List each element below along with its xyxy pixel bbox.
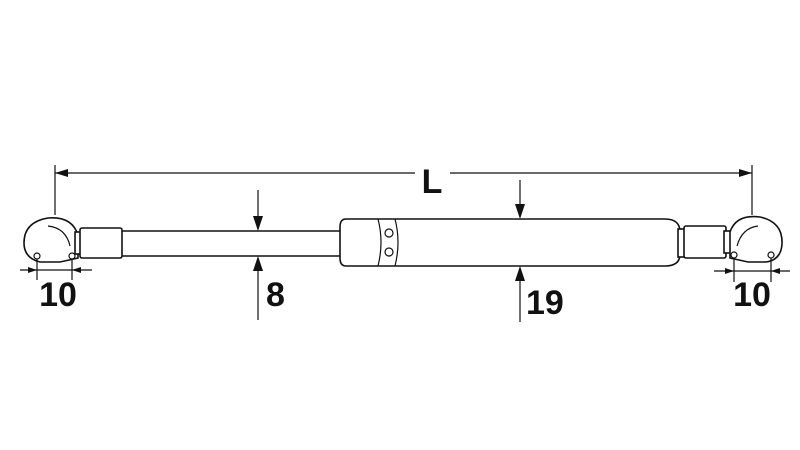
cylinder-hole-bottom — [384, 247, 394, 257]
left-collar — [79, 227, 123, 259]
right-fitting-label: 10 — [733, 276, 771, 314]
piston-rod — [122, 230, 340, 257]
overall-length-label: L — [422, 163, 443, 201]
rod-diameter-label: 8 — [266, 276, 285, 314]
left-fitting-label: 10 — [39, 276, 77, 314]
left-fitting-dimension: 10 — [20, 259, 92, 314]
left-ball-socket — [23, 217, 83, 263]
overall-length-dimension: L — [54, 163, 753, 215]
cylinder-diameter-label: 19 — [526, 284, 564, 322]
right-ball-socket — [723, 215, 783, 263]
right-collar — [677, 225, 727, 259]
cylinder-body — [339, 218, 681, 267]
cylinder-hole-top — [384, 228, 394, 238]
cylinder-diameter-dimension: 19 — [515, 180, 564, 322]
rod-diameter-dimension: 8 — [253, 190, 285, 320]
right-fitting-dimension: 10 — [714, 258, 790, 314]
